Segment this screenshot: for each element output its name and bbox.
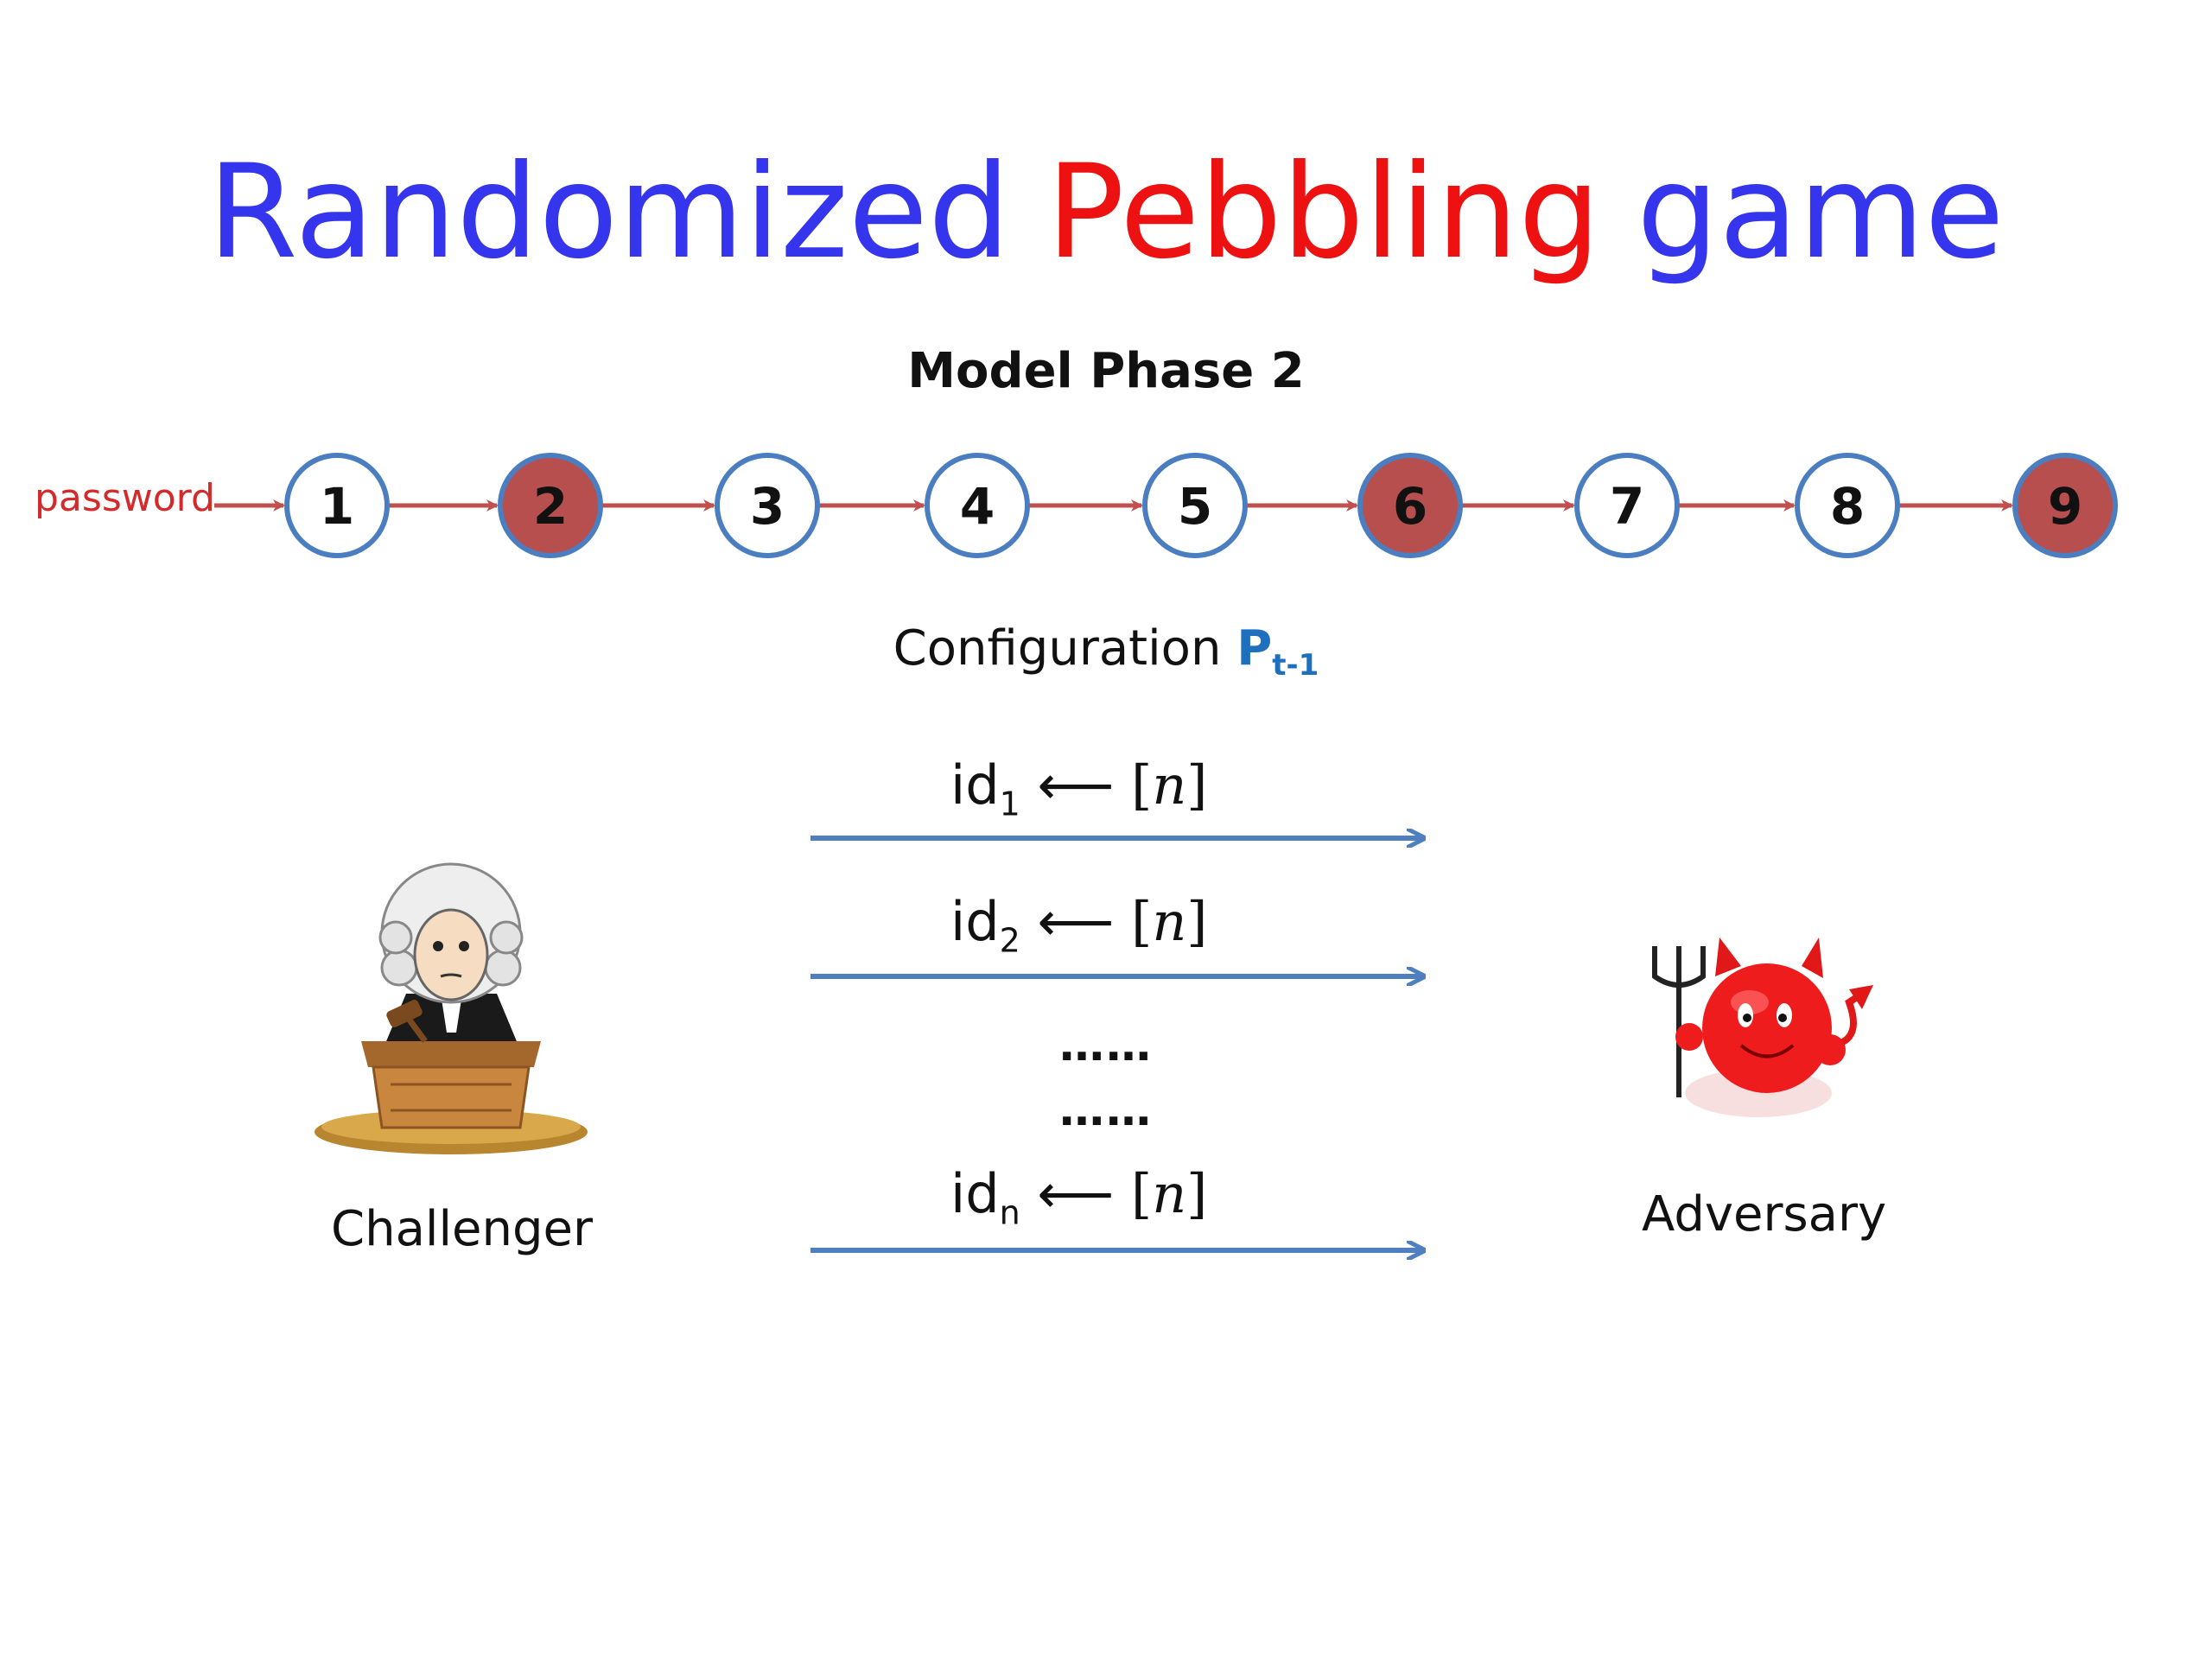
password-label: password — [35, 476, 215, 520]
ellipsis-1: …… — [1059, 1020, 1153, 1071]
node-label: 3 — [750, 477, 785, 536]
range-n: n — [1152, 753, 1187, 817]
chain-node-8: 8 — [1795, 453, 1900, 558]
chain-node-1: 1 — [284, 453, 390, 558]
title-word-pebbling: Pebbling — [1046, 137, 1601, 288]
node-circle — [1142, 453, 1248, 558]
pebbled-node-circle — [2012, 453, 2118, 558]
node-label: 9 — [2048, 477, 2082, 536]
chain-node-7: 7 — [1574, 453, 1680, 558]
node-circle — [1574, 453, 1680, 558]
chain-node-9: 9 — [2012, 453, 2118, 558]
message-1-label: id1 ⟵ [n] — [950, 753, 1244, 823]
right-bracket: ] — [1186, 1162, 1208, 1225]
message-id: id — [950, 1162, 1000, 1225]
node-label: 2 — [533, 477, 568, 536]
message-n-label: idn ⟵ [n] — [950, 1162, 1244, 1231]
node-circle — [284, 453, 390, 558]
message-id-subscript: 1 — [999, 785, 1020, 823]
left-bracket: [ — [1131, 890, 1153, 953]
assign-arrow: ⟵ — [1037, 1162, 1115, 1225]
slide-title: Randomized Pebbling game — [0, 138, 2212, 286]
chain-node-2: 2 — [498, 453, 603, 558]
ellipsis-2: …… — [1059, 1084, 1153, 1136]
left-bracket: [ — [1131, 753, 1153, 817]
pebbled-node-circle — [498, 453, 603, 558]
assign-arrow: ⟵ — [1037, 753, 1115, 817]
assign-arrow: ⟵ — [1037, 890, 1115, 953]
range-n: n — [1152, 890, 1187, 953]
node-label: 8 — [1830, 477, 1865, 536]
node-circle — [715, 453, 820, 558]
node-label: 4 — [960, 477, 995, 536]
message-id-subscript: n — [999, 1193, 1020, 1232]
node-label: 5 — [1178, 477, 1212, 536]
configuration-symbol: P — [1236, 620, 1273, 677]
judge-icon — [315, 862, 588, 1154]
configuration-label: Configuration Pt-1 — [0, 620, 2212, 683]
title-word-randomized: Randomized — [207, 137, 1011, 288]
node-circle — [1795, 453, 1900, 558]
chain-node-6: 6 — [1357, 453, 1463, 558]
range-n: n — [1152, 1162, 1187, 1225]
challenger-label: Challenger — [331, 1201, 593, 1257]
message-id: id — [950, 890, 1000, 953]
node-label: 7 — [1610, 477, 1644, 536]
node-circle — [925, 453, 1030, 558]
chain-node-4: 4 — [925, 453, 1030, 558]
chain-node-5: 5 — [1142, 453, 1248, 558]
left-bracket: [ — [1131, 1162, 1153, 1225]
right-bracket: ] — [1186, 890, 1208, 953]
message-id-subscript: 2 — [999, 921, 1020, 960]
adversary-label: Adversary — [1642, 1186, 1887, 1243]
configuration-text: Configuration — [893, 620, 1222, 677]
chain-node-3: 3 — [715, 453, 820, 558]
message-2-label: id2 ⟵ [n] — [950, 890, 1244, 959]
configuration-subscript: t-1 — [1272, 648, 1319, 683]
title-word-game: game — [1637, 137, 2005, 288]
devil-icon — [1652, 938, 1873, 1117]
node-label: 6 — [1393, 477, 1427, 536]
message-id: id — [950, 753, 1000, 817]
phase-label: Model Phase 2 — [907, 343, 1305, 399]
pebbled-node-circle — [1357, 453, 1463, 558]
pebbling-chain: 1 2 3 4 5 6 7 8 9 — [214, 453, 2118, 558]
right-bracket: ] — [1186, 753, 1208, 817]
node-label: 1 — [320, 477, 354, 536]
